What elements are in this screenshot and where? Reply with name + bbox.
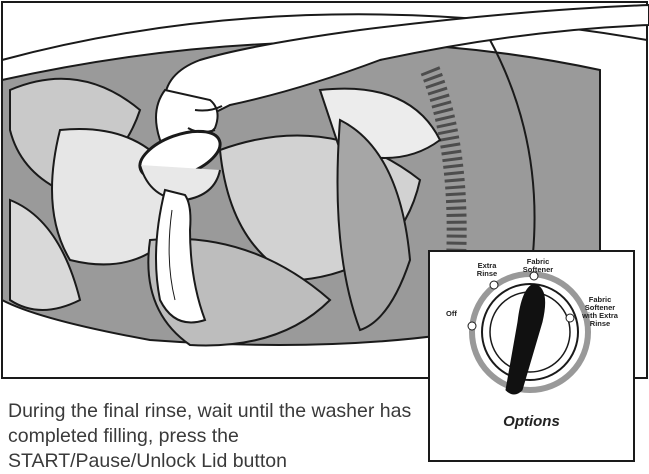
drum-perforations <box>420 66 467 332</box>
options-title: Options <box>503 413 560 430</box>
dial-label-fabric-softener-extra-rinse: Fabric Softener with Extra Rinse <box>582 295 618 328</box>
dial-marker-fabric-softener <box>529 271 539 281</box>
finger <box>187 127 216 134</box>
clothing-item <box>336 118 412 332</box>
instruction-text: During the final rinse, wait until the w… <box>8 400 412 472</box>
washer-illustration <box>0 1 649 379</box>
dial-knob[interactable] <box>505 283 546 395</box>
options-panel: Off Extra Rinse Fabric Softener Fabric S… <box>428 250 635 462</box>
dial-marker-off <box>467 321 477 331</box>
finger <box>194 105 223 112</box>
options-dial-graphic <box>467 271 591 395</box>
washer-drum-drawing <box>0 1 649 379</box>
dial-label-fabric-softener: Fabric Softener <box>522 257 554 274</box>
liquid-stream-line <box>168 209 176 301</box>
dial-label-extra-rinse: Extra Rinse <box>476 261 498 278</box>
liquid-stream <box>155 188 207 324</box>
dial-marker-extra-rinse <box>489 280 499 290</box>
dial-marker-fabric-softener-extra-rinse <box>565 313 575 323</box>
clothing-item <box>9 198 82 311</box>
dial-label-off: Off <box>446 309 457 318</box>
